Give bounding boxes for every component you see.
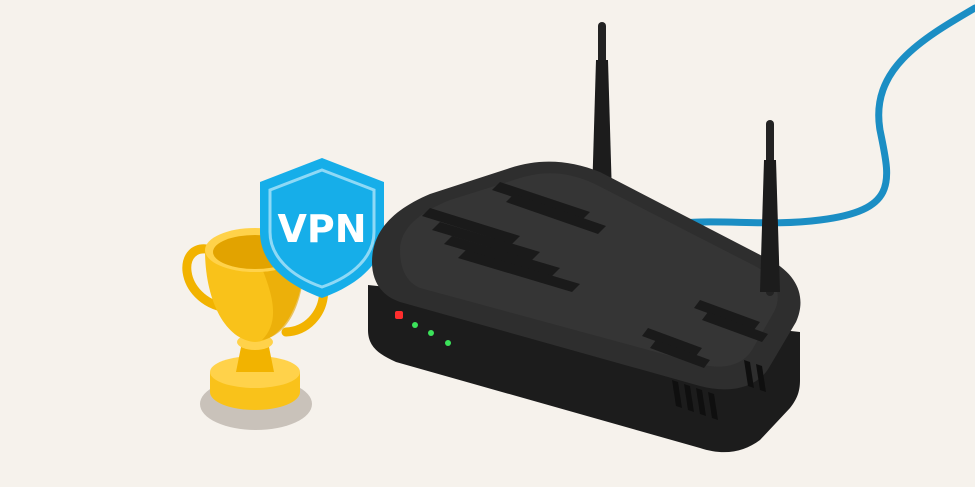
led-red xyxy=(395,311,403,319)
shield-label: VPN xyxy=(277,207,366,251)
led-green-2 xyxy=(428,330,434,336)
vpn-shield-icon: VPN xyxy=(260,158,384,298)
router-icon xyxy=(368,22,801,453)
led-green-3 xyxy=(445,340,451,346)
cable-icon xyxy=(646,4,975,232)
led-green-1 xyxy=(412,322,418,328)
antenna-icon xyxy=(592,22,612,198)
status-leds xyxy=(395,311,451,346)
antenna-icon xyxy=(760,120,780,296)
